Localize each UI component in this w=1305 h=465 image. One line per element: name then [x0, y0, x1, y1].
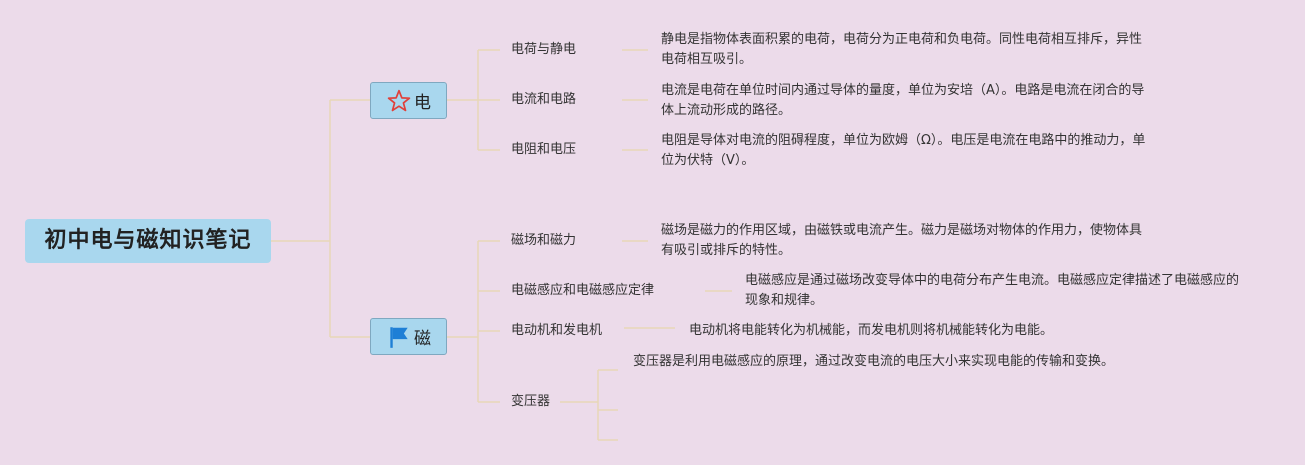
topic-label: 电荷与静电	[511, 42, 577, 57]
topic-magnetic-field[interactable]: 磁场和磁力	[511, 232, 576, 250]
note-text: 变压器是利用电磁感应的原理，通过改变电流的电压大小来实现电能的传输和变换。	[633, 354, 1115, 369]
note-transformer: 变压器是利用电磁感应的原理，通过改变电流的电压大小来实现电能的传输和变换。	[633, 352, 1133, 372]
branch-magnetism-label: 磁	[414, 329, 431, 349]
note-text: 电流是电荷在单位时间内通过导体的量度，单位为安培（A）。电路是电流在闭合的导体上…	[661, 83, 1145, 118]
topic-label: 变压器	[511, 394, 551, 409]
topic-motor-generator[interactable]: 电动机和发电机	[511, 322, 602, 340]
root-topic-label: 初中电与磁知识笔记	[44, 228, 252, 253]
topic-label: 电阻和电压	[511, 142, 577, 157]
topic-charge-static[interactable]: 电荷与静电	[511, 41, 576, 59]
root-topic[interactable]: 初中电与磁知识笔记	[25, 219, 271, 263]
branch-magnetism[interactable]: 磁	[370, 318, 447, 355]
topic-label: 电动机和发电机	[511, 323, 603, 338]
branch-electricity-label: 电	[414, 93, 431, 113]
topic-label: 电磁感应和电磁感应定律	[511, 283, 655, 298]
branch-electricity[interactable]: 电	[370, 82, 447, 119]
topic-transformer[interactable]: 变压器	[511, 393, 550, 411]
note-text: 静电是指物体表面积累的电荷，电荷分为正电荷和负电荷。同性电荷相互排斥，异性电荷相…	[661, 32, 1143, 67]
topic-current-circuit[interactable]: 电流和电路	[511, 91, 576, 109]
note-resistance-voltage: 电阻是导体对电流的阻碍程度，单位为欧姆（Ω）。电压是电流在电路中的推动力，单位为…	[661, 131, 1151, 171]
note-current-circuit: 电流是电荷在单位时间内通过导体的量度，单位为安培（A）。电路是电流在闭合的导体上…	[661, 81, 1151, 121]
note-induction: 电磁感应是通过磁场改变导体中的电荷分布产生电流。电磁感应定律描述了电磁感应的现象…	[745, 271, 1240, 311]
star-icon	[386, 88, 412, 114]
note-text: 磁场是磁力的作用区域，由磁铁或电流产生。磁力是磁场对物体的作用力，使物体具有吸引…	[661, 223, 1143, 258]
topic-label: 磁场和磁力	[511, 233, 577, 248]
note-magnetic-field: 磁场是磁力的作用区域，由磁铁或电流产生。磁力是磁场对物体的作用力，使物体具有吸引…	[661, 221, 1151, 261]
note-charge-static: 静电是指物体表面积累的电荷，电荷分为正电荷和负电荷。同性电荷相互排斥，异性电荷相…	[661, 30, 1151, 70]
note-text: 电阻是导体对电流的阻碍程度，单位为欧姆（Ω）。电压是电流在电路中的推动力，单位为…	[661, 133, 1146, 168]
topic-induction[interactable]: 电磁感应和电磁感应定律	[511, 282, 654, 300]
note-motor-generator: 电动机将电能转化为机械能，而发电机则将机械能转化为电能。	[689, 321, 1119, 341]
note-text: 电动机将电能转化为机械能，而发电机则将机械能转化为电能。	[689, 323, 1054, 338]
flag-icon	[386, 324, 412, 350]
topic-resistance-voltage[interactable]: 电阻和电压	[511, 141, 576, 159]
topic-label: 电流和电路	[511, 92, 577, 107]
note-text: 电磁感应是通过磁场改变导体中的电荷分布产生电流。电磁感应定律描述了电磁感应的现象…	[745, 273, 1240, 308]
